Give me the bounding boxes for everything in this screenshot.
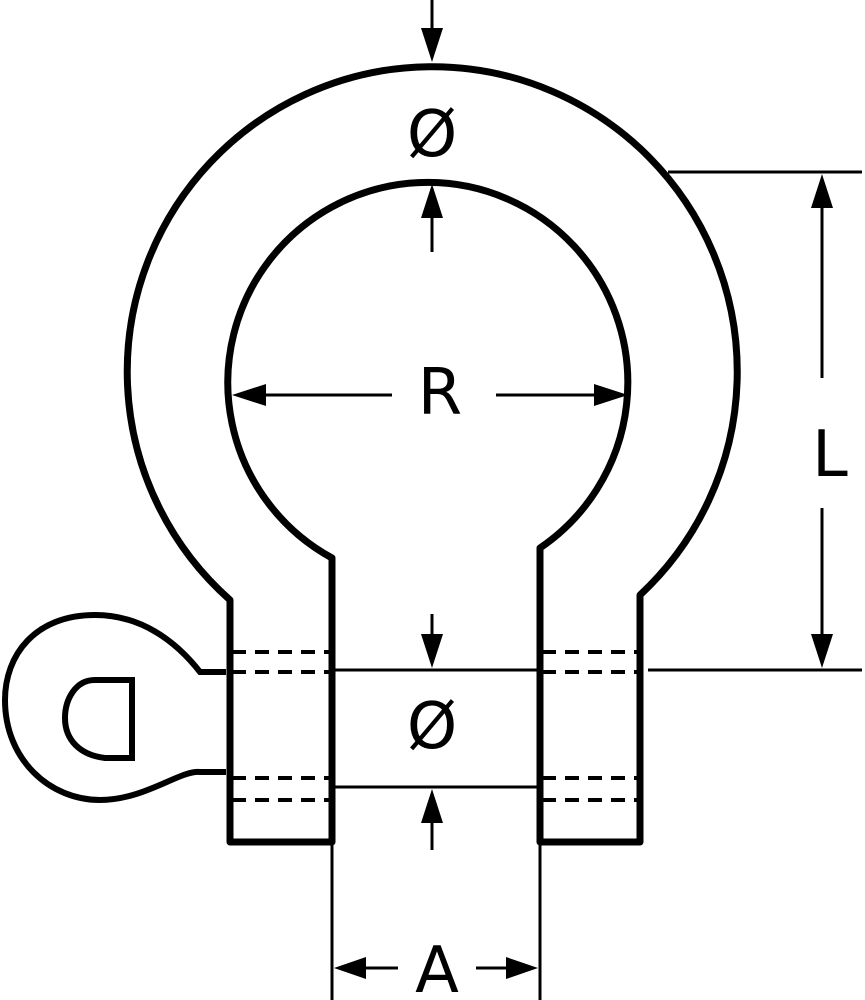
opening-dimension xyxy=(334,957,538,979)
opening-width-label: A xyxy=(415,934,459,1000)
inner-width-dimension xyxy=(232,384,628,406)
length-label: L xyxy=(812,418,848,492)
pin-diameter-dimension xyxy=(421,614,443,850)
top-diameter-dimension xyxy=(421,0,443,252)
pin-eye-hole xyxy=(61,677,135,761)
pin-eye xyxy=(1,611,226,804)
length-dimension xyxy=(811,174,833,668)
inner-width-label: R xyxy=(418,356,462,430)
pin-diameter-label: Ø xyxy=(407,690,457,764)
shackle-body-outline xyxy=(123,63,741,846)
hidden-pin-lines xyxy=(232,650,638,802)
top-diameter-label: Ø xyxy=(407,98,457,172)
